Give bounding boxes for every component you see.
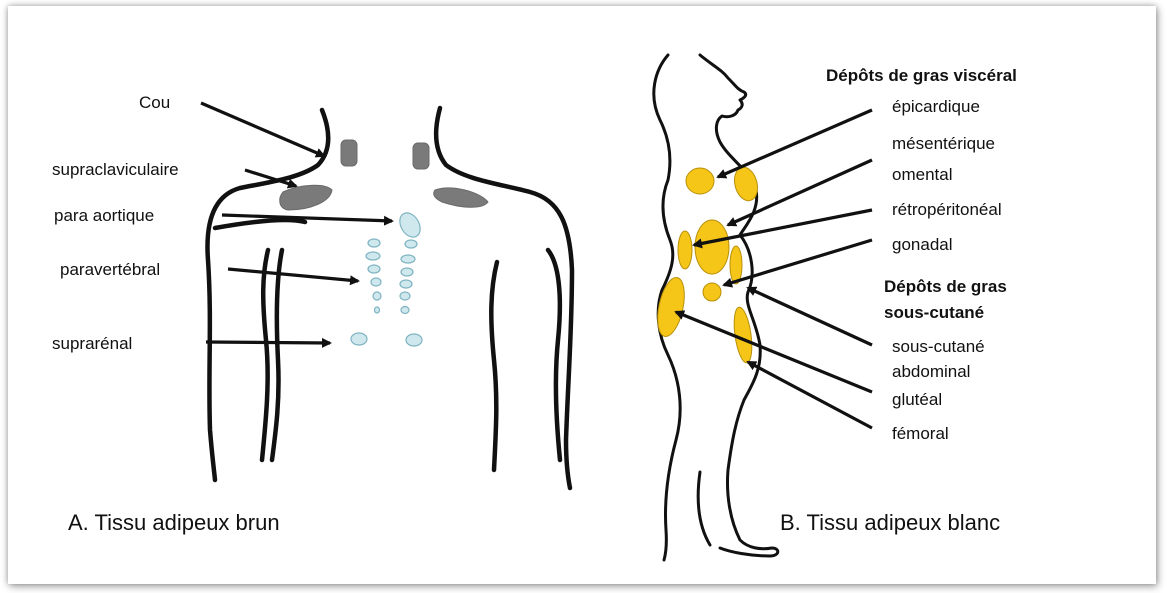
paravertebral-fat [401, 268, 413, 276]
caption-panel-b: B. Tissu adipeux blanc [780, 510, 1000, 535]
paravertebral-fat [366, 252, 380, 260]
arrow-epicardique [718, 110, 872, 177]
paravertebral-fat [401, 307, 409, 314]
paravertebral-fat [368, 265, 380, 273]
heading-subcutaneous-line1: Dépôts de gras [884, 277, 1007, 296]
heading-visceral: Dépôts de gras viscéral [826, 66, 1017, 85]
paravertebral-fat [400, 292, 410, 300]
paravertebral-fat [400, 280, 412, 288]
paravertebral-fat [373, 292, 381, 300]
label-sous-cutane: sous-cutané [892, 337, 985, 356]
paravertebral-fat [405, 240, 417, 248]
label-para-aortique: para aortique [54, 206, 154, 225]
label-epicardique: épicardique [892, 97, 980, 116]
arrow-para-aortique [222, 215, 392, 221]
panel-a-labels: Cou supraclaviculaire para aortique para… [52, 93, 280, 535]
arrow-sous-cutane-abdominal [748, 288, 872, 345]
retroperitoneal-fat [678, 231, 692, 269]
label-gluteal: glutéal [892, 390, 942, 409]
label-cou: Cou [139, 93, 170, 112]
cervical-brown-fat-left [341, 140, 357, 166]
label-retroperitoneal: rétropéritonéal [892, 200, 1002, 219]
label-abdominal: abdominal [892, 362, 970, 381]
caption-panel-a: A. Tissu adipeux brun [68, 510, 280, 535]
heading-subcutaneous-line2: sous-cutané [884, 303, 984, 322]
cervical-brown-fat-right [413, 143, 429, 169]
gonadal-fat [703, 283, 721, 301]
suprarenal-fat-left [351, 333, 367, 345]
suprarenal-fat-right [406, 334, 422, 346]
panel-b-labels: Dépôts de gras viscéral épicardique mése… [780, 66, 1017, 535]
mesenteric-fat [695, 220, 729, 274]
paravertebral-fat [401, 255, 415, 263]
arrow-suprarenal [206, 342, 330, 343]
subcutaneous-abdominal-fat [730, 246, 742, 284]
paravertebral-fat [371, 278, 381, 286]
beige-fat-deposits [351, 209, 424, 346]
arrow-cou [201, 103, 324, 156]
arrow-femoral [748, 362, 872, 428]
panel-a-body-outline [207, 108, 572, 488]
white-fat-deposits [653, 165, 761, 364]
label-suprarenal: suprarénal [52, 334, 132, 353]
supraclavicular-brown-fat-left [280, 185, 332, 210]
paravertebral-fat [375, 307, 380, 313]
epicardial-fat [686, 168, 714, 194]
arrow-paravertebral [228, 269, 358, 281]
paravertebral-fat [368, 239, 380, 247]
label-femoral: fémoral [892, 424, 949, 443]
label-omental: omental [892, 165, 952, 184]
para-aortic-fat [396, 209, 425, 241]
label-gonadal: gonadal [892, 235, 953, 254]
label-supraclaviculaire: supraclaviculaire [52, 160, 179, 179]
arrow-gluteal [676, 312, 872, 392]
panel-a-arrows [201, 103, 392, 343]
label-paravertebral: paravertébral [60, 260, 160, 279]
supraclavicular-brown-fat-right [434, 188, 488, 207]
label-mesenterique: mésentérique [892, 134, 995, 153]
